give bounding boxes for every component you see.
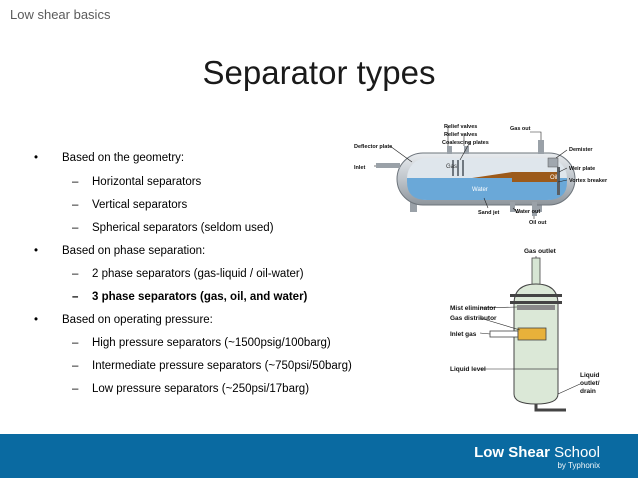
inlet-pipe — [376, 163, 400, 168]
low-shear-school-logo: Low Shear School by Typhonix — [474, 444, 600, 470]
weir-plate — [557, 167, 560, 195]
footer-bar: Low Shear School by Typhonix — [0, 434, 638, 478]
label-water-out: Water out — [515, 209, 540, 215]
bullet-text: Intermediate pressure separators (~750ps… — [92, 360, 352, 372]
label-liquid-level: Liquid level — [450, 366, 486, 373]
label-sand-jet: Sand jet — [478, 210, 500, 216]
relief-valve-nozzle — [447, 146, 452, 154]
label-mist-eliminator: Mist eliminator — [450, 305, 496, 312]
logo-wordmark: Low Shear School — [474, 444, 600, 461]
bullet-text: Based on phase separation: — [62, 245, 206, 257]
logo-byline: by Typhonix — [557, 461, 600, 470]
water-out-nozzle — [510, 202, 515, 212]
bullet-text: Based on the geometry: — [62, 152, 185, 164]
bullet-item: •Based on operating pressure: — [34, 314, 213, 326]
bullet-text: Low pressure separators (~250psi/17barg) — [92, 383, 310, 395]
horizontal-separator-diagram: Relief valves Relief valves Coalescing p… — [354, 124, 608, 226]
sub-bullet-item: –Horizontal separators — [72, 176, 202, 188]
sub-bullet-item: –Vertical separators — [72, 199, 188, 211]
relief-valve-nozzle — [464, 146, 469, 154]
label-demister: Demister — [569, 147, 593, 153]
label-gas-outlet: Gas outlet — [524, 248, 557, 255]
flange — [510, 301, 562, 304]
label-liquid-outlet: Liquid — [580, 372, 600, 379]
label-deflector-plate: Deflector plate — [354, 144, 392, 150]
bullet-item: •Based on the geometry: — [34, 152, 185, 164]
oil-out-nozzle — [532, 202, 537, 216]
inlet-pipe — [489, 330, 519, 338]
support-leg — [535, 200, 542, 212]
sub-bullet-item: –2 phase separators (gas-liquid / oil-wa… — [72, 268, 304, 280]
label-relief-valves: Relief valves — [444, 132, 477, 138]
gas-distributor — [517, 327, 547, 341]
bullet-text: Vertical separators — [92, 199, 188, 211]
sub-bullet-item: –High pressure separators (~1500psig/100… — [72, 337, 331, 349]
label-inlet: Inlet — [354, 165, 365, 171]
drain-pipe — [534, 404, 566, 412]
bullet-text: 2 phase separators (gas-liquid / oil-wat… — [92, 268, 304, 280]
flange — [510, 294, 562, 297]
label-gas-out: Gas out — [510, 126, 531, 132]
coalescing-plates — [452, 160, 464, 176]
section-label: Low shear basics — [10, 7, 111, 22]
water-layer — [407, 178, 567, 200]
oil-wedge — [472, 172, 512, 178]
bullet-text: High pressure separators (~1500psig/100b… — [92, 337, 331, 349]
label-gas-distributor: Gas distributor — [450, 315, 497, 322]
vertical-separator-diagram: Gas outlet Mist eliminator Gas distribut… — [450, 248, 600, 412]
label-relief-valves: Relief valves — [444, 124, 477, 130]
label-vortex-breaker: Vortex breaker — [569, 178, 608, 184]
demister — [547, 157, 559, 168]
support-leg — [410, 200, 417, 212]
sub-bullet-item: –Intermediate pressure separators (~750p… — [72, 360, 352, 372]
label-weir-plate: Weir plate — [569, 166, 595, 172]
bullet-text: Based on operating pressure: — [62, 314, 213, 326]
label-gas: Gas — [446, 164, 457, 170]
sub-bullet-item: –Low pressure separators (~250psi/17barg… — [72, 383, 310, 395]
bullet-text: Spherical separators (seldom used) — [92, 222, 274, 234]
bullet-text: Horizontal separators — [92, 176, 202, 188]
sub-bullet-item: –3 phase separators (gas, oil, and water… — [72, 291, 308, 303]
mist-eliminator — [517, 305, 555, 310]
label-inlet-gas: Inlet gas — [450, 331, 477, 338]
label-liquid-outlet: drain — [580, 388, 596, 395]
oil-layer — [512, 172, 557, 182]
slide-title: Separator types — [202, 54, 436, 91]
label-coalescing-plates: Coalescing plates — [442, 140, 489, 146]
label-liquid-outlet: outlet/ — [580, 380, 600, 387]
label-oil-out: Oil out — [529, 220, 547, 226]
gas-out-nozzle — [538, 140, 544, 154]
sub-bullet-item: –Spherical separators (seldom used) — [72, 222, 274, 234]
label-water: Water — [472, 187, 488, 193]
label-oil: Oil — [550, 175, 557, 181]
bullet-item: •Based on phase separation: — [34, 245, 206, 257]
bullet-text: 3 phase separators (gas, oil, and water) — [92, 291, 308, 303]
